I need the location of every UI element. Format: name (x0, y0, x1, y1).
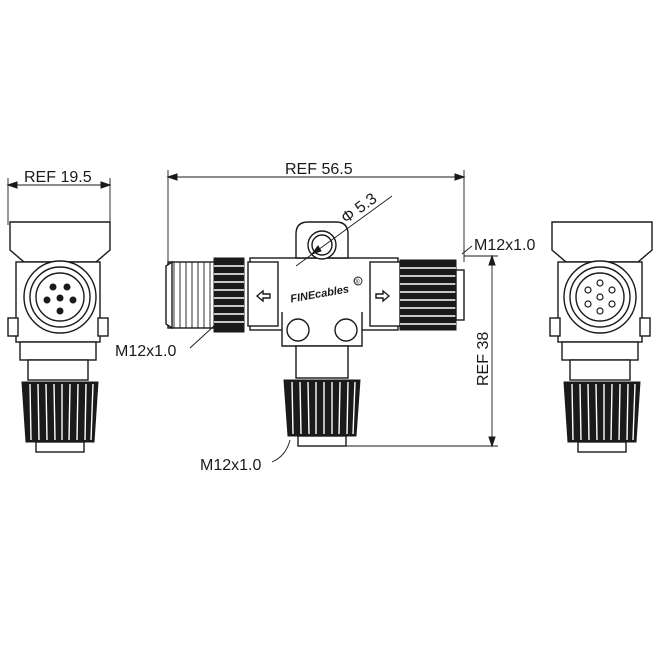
tee-connector: FINEcables ® (165, 221, 465, 447)
left-male-thread (165, 260, 217, 330)
dimension-ref-38: REF 38 (346, 254, 498, 448)
registered-mark: ® (355, 278, 361, 286)
thread-label-bottom: M12x1.0 (200, 457, 261, 474)
dimension-ref-56-5: REF 56.5 (166, 161, 466, 262)
thread-label-left: M12x1.0 (115, 343, 176, 360)
dimension-label-height: REF 38 (475, 332, 492, 386)
left-side-view (7, 221, 111, 453)
dimension-label-left-width: REF 19.5 (24, 169, 92, 186)
dimension-label-overall-width: REF 56.5 (285, 161, 353, 178)
right-side-view (549, 221, 653, 453)
thread-label-right: M12x1.0 (474, 237, 535, 254)
thread-callouts: M12x1.0 M12x1.0 M12x1.0 (115, 237, 535, 474)
dimension-ref-19-5: REF 19.5 (6, 169, 112, 225)
